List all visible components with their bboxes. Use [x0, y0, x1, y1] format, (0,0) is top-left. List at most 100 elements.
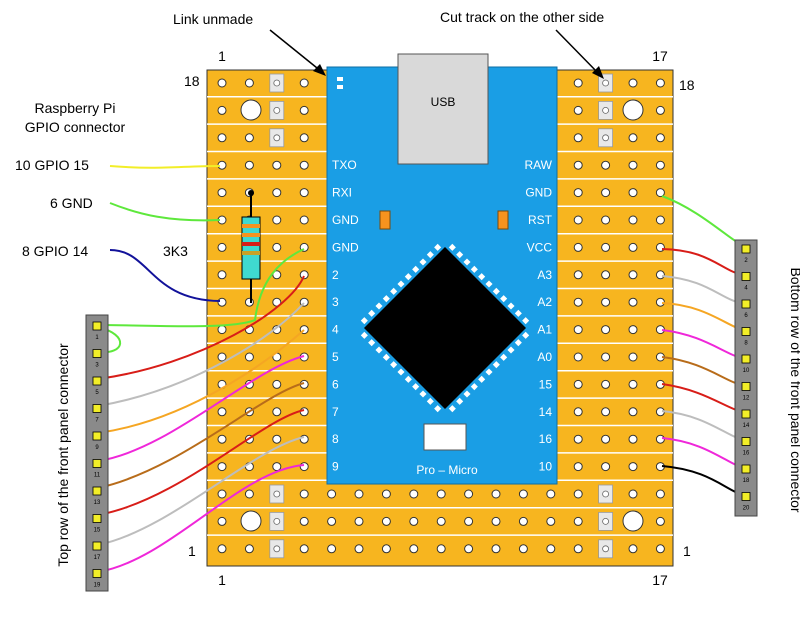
pin-label-left: RXI	[332, 186, 352, 200]
bottom-row-wire	[661, 302, 746, 332]
board-hole	[217, 325, 227, 335]
board-hole	[573, 188, 583, 198]
board-hole	[628, 242, 638, 252]
connector-pin	[741, 409, 751, 419]
connector-pin	[92, 541, 102, 551]
chip-pin	[492, 287, 500, 295]
chip-pin	[500, 295, 508, 303]
chip-pin	[500, 353, 508, 361]
board-hole	[628, 379, 638, 389]
board-hole	[573, 379, 583, 389]
board-hole	[628, 297, 638, 307]
pin-labels: TXORXIGNDGND23456789RAWGNDRSTVCCA3A2A1A0…	[332, 158, 553, 473]
board-hole	[573, 215, 583, 225]
board-hole	[655, 544, 665, 554]
track-cut-hole	[273, 545, 281, 553]
board-hole	[217, 297, 227, 307]
bottom-row-label: Bottom row of the front panel connector	[788, 267, 800, 512]
bottom-row-wire	[661, 465, 746, 497]
board-hole	[217, 105, 227, 115]
cut-track-arrow	[555, 29, 601, 76]
link-unmade-arrowhead	[313, 64, 326, 76]
board-hole	[464, 489, 474, 499]
link-pad	[337, 85, 343, 89]
mounting-hole	[622, 99, 644, 121]
chip-pin	[514, 339, 522, 347]
board-hole	[546, 489, 556, 499]
connector-pin-number: 15	[94, 528, 101, 534]
link-unmade-label: Link unmade	[173, 11, 253, 27]
board-hole	[299, 434, 309, 444]
board-hole	[628, 489, 638, 499]
bottom-row-wire	[661, 195, 746, 248]
board-hole	[655, 160, 665, 170]
track-cut-hole	[602, 518, 609, 525]
board-hole	[354, 544, 364, 554]
board-hole	[354, 516, 364, 526]
connector-pin	[92, 514, 102, 523]
cut-track-label: Cut track on the other side	[440, 9, 604, 25]
resistor-label: 3K3	[163, 243, 188, 259]
board-hole	[573, 434, 583, 444]
pin-label-right: VCC	[527, 240, 553, 254]
resistor-band	[242, 233, 260, 237]
pin-label-left: TXO	[332, 158, 357, 172]
jumper-pad	[497, 210, 509, 230]
track-cut-hole	[273, 107, 281, 114]
connector-pin-number: 4	[744, 286, 748, 292]
board-hole	[601, 462, 611, 472]
pin-label-left: 7	[332, 405, 339, 419]
track-cut-hole	[273, 79, 281, 87]
connector-pin	[741, 382, 751, 391]
board-hole	[217, 78, 227, 88]
board-hole	[601, 215, 611, 225]
board-hole	[464, 544, 474, 554]
board-hole	[217, 242, 227, 252]
board-hole	[409, 516, 419, 526]
board-hole	[217, 516, 227, 526]
pin-label-right: 10	[539, 460, 553, 474]
connector-pin	[741, 492, 751, 501]
usb-connector	[397, 53, 489, 165]
board-hole	[655, 489, 665, 499]
connector-pin-number: 3	[95, 363, 99, 369]
connector-pin	[741, 464, 751, 474]
chip-pin	[390, 361, 398, 369]
board-hole	[299, 407, 309, 417]
board-hole	[601, 297, 611, 307]
board-hole	[628, 544, 638, 554]
row-end-left: 18	[184, 73, 200, 89]
bottom-row-wire	[661, 275, 746, 305]
connector-pin	[92, 349, 102, 358]
board-hole	[628, 352, 638, 362]
connector-pin-number: 16	[743, 451, 750, 457]
track-cut-hole	[273, 134, 281, 142]
bottom-row-wire	[661, 410, 746, 442]
chip-pin	[390, 287, 398, 295]
connector-pin-number: 7	[95, 418, 99, 424]
pin-label-left: 9	[332, 460, 339, 474]
gpio14-wire	[109, 249, 221, 302]
chip-pin	[448, 405, 456, 413]
pin-label-left: 4	[332, 323, 339, 337]
cut-marks	[269, 73, 613, 559]
bottom-row-wire	[661, 329, 746, 360]
track-cut-hole	[602, 79, 609, 87]
wires	[97, 165, 746, 573]
board-hole	[655, 215, 665, 225]
col-start-top: 1	[218, 48, 226, 64]
board-hole	[518, 544, 528, 554]
board-hole	[272, 407, 282, 417]
board-hole	[272, 462, 282, 472]
gpio15-wire	[109, 165, 221, 169]
board-hole	[601, 325, 611, 335]
board-hole	[601, 188, 611, 198]
track-cut-hole	[273, 490, 281, 498]
mounting-hole	[622, 510, 644, 532]
chip-pin	[463, 390, 471, 398]
board-hole	[244, 544, 254, 554]
pro-micro-module: USB Pro – Micro TXORXIGNDGND23456789RAWG…	[326, 53, 558, 485]
chip-pin	[412, 383, 420, 391]
chip-pin	[426, 397, 434, 405]
